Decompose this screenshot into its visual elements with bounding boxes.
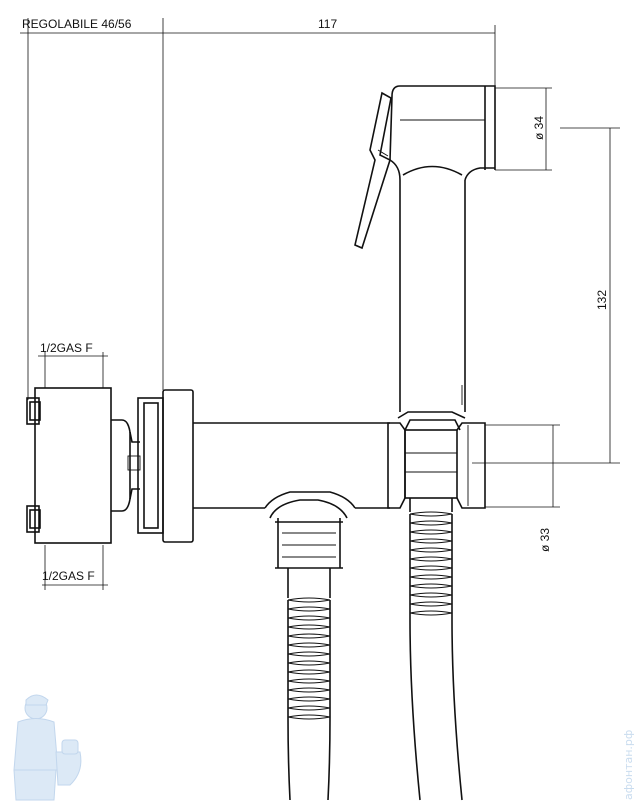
hose-rib — [409, 592, 453, 598]
hose-rib — [287, 633, 331, 639]
hose-rib — [409, 520, 453, 526]
hose-rib — [287, 624, 331, 630]
gas-bottom-label: 1/2GAS F — [42, 569, 95, 583]
gas-bottom-dimension: 1/2GAS F — [42, 545, 108, 590]
dia-34-label: ø 34 — [532, 116, 546, 140]
hose-rib — [287, 696, 331, 702]
horizontal-arm — [193, 422, 390, 519]
dia-33-dimension: ø 33 — [485, 424, 560, 552]
hose-rib — [287, 651, 331, 657]
hose-rib — [287, 687, 331, 693]
hose-rib — [409, 556, 453, 562]
hose-rib — [287, 597, 331, 603]
hose-rib — [409, 511, 453, 517]
hose-rib — [287, 606, 331, 612]
hose-rib — [409, 538, 453, 544]
hose-rib — [287, 678, 331, 684]
regolabile-label: REGOLABILE 46/56 — [22, 17, 132, 31]
width-117-dimension: 117 — [163, 17, 496, 90]
dia-34-dimension: ø 34 — [495, 87, 552, 171]
dia-33-label: ø 33 — [538, 528, 552, 552]
hose-rib — [409, 547, 453, 553]
height-132-dimension: 132 — [472, 127, 620, 464]
watermark-text: афонтан.рф — [622, 730, 635, 800]
hose-rib — [409, 565, 453, 571]
hose-left — [275, 518, 343, 801]
height-132-label: 132 — [595, 290, 609, 310]
hose-rib — [409, 574, 453, 580]
gas-top-dimension: 1/2GAS F — [38, 341, 108, 388]
hose-rib — [409, 610, 453, 616]
hose-rib — [409, 601, 453, 607]
hose-rib — [287, 642, 331, 648]
hose-rib — [409, 529, 453, 535]
hose-rib — [287, 615, 331, 621]
width-117-label: 117 — [318, 17, 337, 31]
hose-right — [409, 498, 463, 801]
plumber-mascot-logo — [13, 694, 82, 801]
shower-holder — [387, 411, 486, 509]
hose-rib — [287, 714, 331, 720]
hose-rib — [287, 705, 331, 711]
hose-rib — [409, 583, 453, 589]
regolabile-dimension: REGOLABILE 46/56 — [20, 17, 164, 400]
hose-rib — [287, 669, 331, 675]
wall-valve-body — [26, 387, 194, 544]
hose-rib — [287, 660, 331, 666]
hand-shower — [354, 85, 496, 412]
gas-top-label: 1/2GAS F — [40, 341, 93, 355]
